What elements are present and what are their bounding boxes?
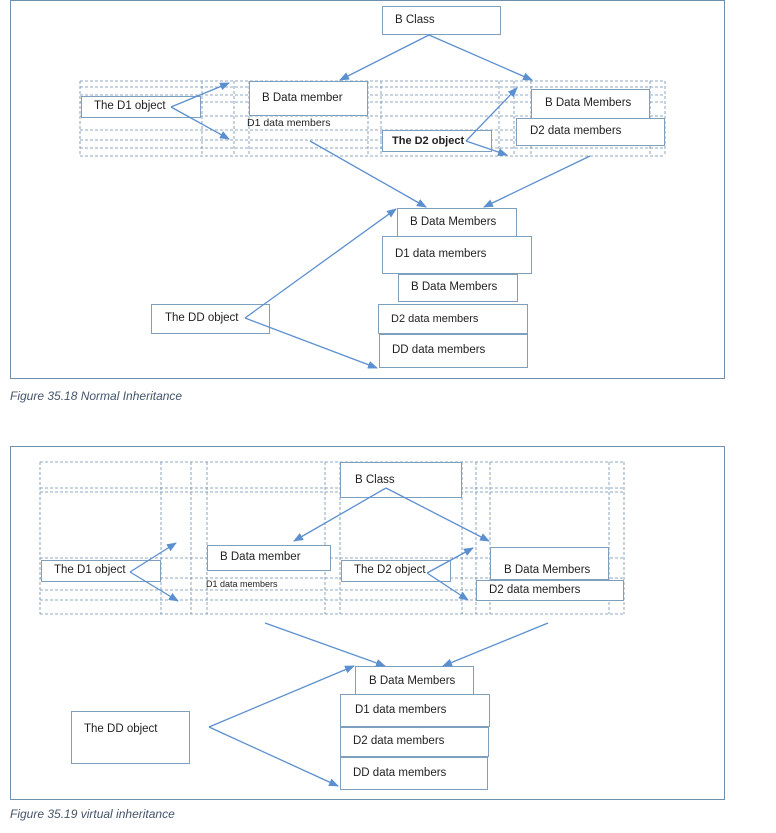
d2-b-data-members-box: B Data Members xyxy=(531,89,650,119)
v-dd-d1-data-members-label: D1 data members xyxy=(355,703,447,716)
dd-b-data-members-top-label: B Data Members xyxy=(410,215,497,228)
figure2-caption: Figure 35.19 virtual inheritance xyxy=(10,807,175,821)
v-dd-d1-data-members-box: D1 data members xyxy=(340,694,490,727)
v-d2-b-data-members-box: B Data Members xyxy=(490,547,609,580)
v-dd-d2-data-members-label: D2 data members xyxy=(353,735,445,748)
d2-data-members-box: D2 data members xyxy=(516,118,665,146)
dd-b-data-members-top-box: B Data Members xyxy=(397,208,517,237)
v-d2-object-box: The D2 object xyxy=(341,560,451,582)
d1-b-data-member-label: B Data member xyxy=(262,91,343,104)
v-dd-data-members-label: DD data members xyxy=(353,766,447,779)
d1-object-label: The D1 object xyxy=(94,100,166,113)
dd-object-label: The DD object xyxy=(165,312,239,325)
b-class-label: B Class xyxy=(395,13,435,26)
v-dd-b-data-members-box: B Data Members xyxy=(355,666,474,697)
figure2-frame xyxy=(10,446,725,800)
dd-b-data-members-second-label: B Data Members xyxy=(411,281,498,294)
dd-data-members-box: DD data members xyxy=(379,334,528,368)
dd-d2-data-members-box: D2 data members xyxy=(378,304,528,334)
d1-data-members-label: D1 data members xyxy=(247,116,331,129)
d1-data-members-box: D1 data members xyxy=(238,116,368,130)
v-dd-data-members-box: DD data members xyxy=(340,757,488,790)
v-d1-b-data-member-label: B Data member xyxy=(220,551,301,564)
dd-d2-data-members-label: D2 data members xyxy=(391,312,479,325)
dd-data-members-label: DD data members xyxy=(392,344,486,357)
v-dd-b-data-members-label: B Data Members xyxy=(369,674,456,687)
v-d2-object-label: The D2 object xyxy=(354,564,426,577)
v-d2-b-data-members-label: B Data Members xyxy=(504,563,591,576)
v-dd-object-label: The DD object xyxy=(84,723,158,735)
v-d1-data-members-box: D1 data members xyxy=(198,578,325,590)
v-dd-d2-data-members-box: D2 data members xyxy=(340,727,489,757)
v-b-class-label: B Class xyxy=(355,474,395,486)
v-b-class-box: B Class xyxy=(340,462,462,498)
v-d2-data-members-box: D2 data members xyxy=(476,580,624,601)
v-d1-object-label: The D1 object xyxy=(54,564,126,577)
figure1-caption: Figure 35.18 Normal Inheritance xyxy=(10,389,183,403)
dd-d1-data-members-label: D1 data members xyxy=(395,248,487,261)
figure1-frame xyxy=(10,0,725,379)
v-d1-b-data-member-box: B Data member xyxy=(207,545,331,571)
dd-b-data-members-second-box: B Data Members xyxy=(398,274,518,302)
v-d1-object-box: The D1 object xyxy=(41,560,161,582)
d2-object-box: The D2 object xyxy=(382,130,492,152)
dd-object-box: The DD object xyxy=(151,304,270,334)
d1-b-data-member-box: B Data member xyxy=(249,81,368,116)
v-d2-data-members-label: D2 data members xyxy=(489,583,581,596)
b-class-box: B Class xyxy=(382,6,501,35)
d2-object-label: The D2 object xyxy=(392,134,465,147)
dd-d1-data-members-box: D1 data members xyxy=(382,236,532,274)
d1-object-box: The D1 object xyxy=(81,96,201,118)
v-d1-data-members-label: D1 data members xyxy=(206,578,278,589)
d2-data-members-label: D2 data members xyxy=(530,125,622,138)
v-dd-object-box: The DD object xyxy=(71,711,190,764)
d2-b-data-members-label: B Data Members xyxy=(545,97,632,110)
